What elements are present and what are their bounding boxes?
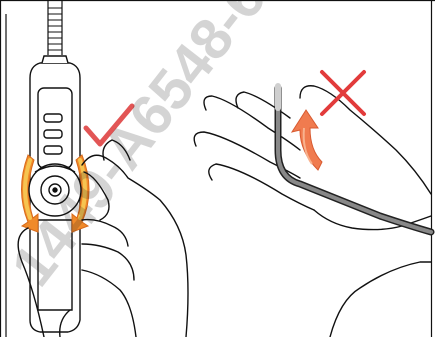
bend-arrow-icon [292,110,322,170]
probe-cable [48,0,62,55]
right-panel [194,72,431,337]
probe-cable-bent [278,86,431,232]
